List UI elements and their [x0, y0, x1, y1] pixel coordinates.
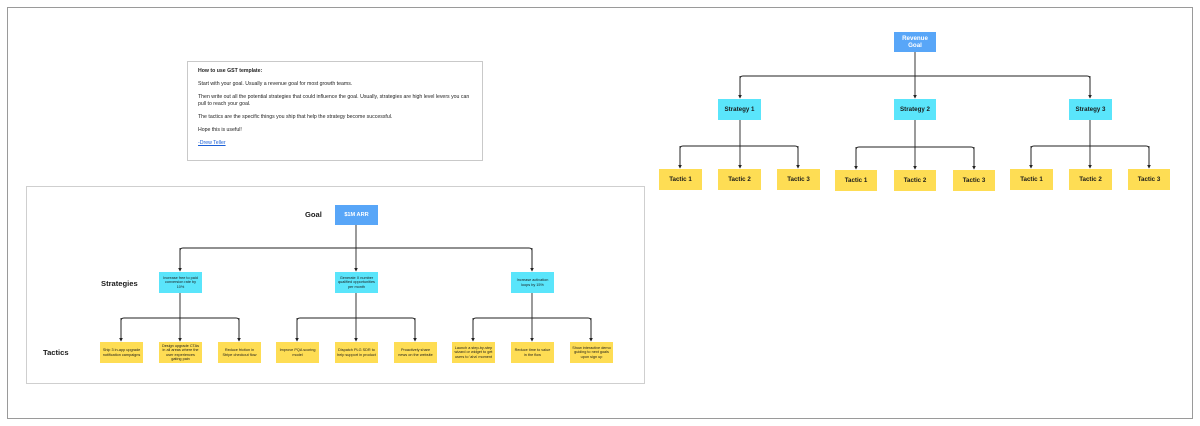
template-tactic-node-2-3[interactable]: Tactic 3 — [953, 170, 995, 191]
example-tactic-node-3-2[interactable]: Reduce time to value in the flow — [511, 342, 554, 363]
example-tactic-node-1-2[interactable]: Design upgrade CTAs in all areas where t… — [159, 342, 202, 363]
example-strategy-2-connector — [295, 293, 417, 342]
template-tactic-node-3-1[interactable]: Tactic 1 — [1010, 169, 1053, 190]
template-strategy-node-2[interactable]: Strategy 2 — [894, 99, 936, 120]
row-label-goal: Goal — [305, 210, 322, 219]
example-strategy-1-connector — [119, 293, 241, 342]
example-tactic-node-2-3[interactable]: Proactively share news on the website — [394, 342, 437, 363]
example-strategy-3-connector — [471, 293, 593, 342]
example-goal-connector — [178, 225, 534, 272]
template-strategy-node-1[interactable]: Strategy 1 — [718, 99, 761, 120]
template-strategy-node-3[interactable]: Strategy 3 — [1069, 99, 1112, 120]
instructions-paragraph-3: The tactics are the specific things you … — [198, 114, 393, 121]
row-label-strategies: Strategies — [101, 279, 138, 288]
template-strategy-3-connector — [1029, 120, 1151, 169]
example-tactic-node-3-3[interactable]: Show interactive demo guiding to next go… — [570, 342, 613, 363]
template-strategy-1-connector — [678, 120, 800, 169]
template-tactic-node-1-2[interactable]: Tactic 2 — [718, 169, 761, 190]
example-tactic-node-1-1[interactable]: Ship 3 in-app upgrade notification campa… — [100, 342, 143, 363]
instructions-paragraph-2: Then write out all the potential strateg… — [198, 94, 470, 108]
example-strategy-node-1[interactable]: Increase free to paid conversion rate by… — [159, 272, 202, 293]
example-strategy-node-3[interactable]: Increase activation loops by 15% — [511, 272, 554, 293]
template-tactic-node-2-1[interactable]: Tactic 1 — [835, 170, 877, 191]
template-goal-connector — [738, 52, 1092, 99]
example-tactic-node-2-1[interactable]: Improve PQA scoring model — [276, 342, 319, 363]
template-tactic-node-3-3[interactable]: Tactic 3 — [1128, 169, 1170, 190]
template-strategy-2-connector — [854, 120, 976, 170]
author-link[interactable]: -Drew Teller — [198, 140, 226, 147]
example-tactic-node-3-1[interactable]: Launch a step-by-step wizard or widget t… — [452, 342, 495, 363]
template-tactic-node-3-2[interactable]: Tactic 2 — [1069, 169, 1112, 190]
example-strategy-node-2[interactable]: Generate X number qualified opportunitie… — [335, 272, 378, 293]
instructions-paragraph-4: Hope this is useful! — [198, 127, 242, 134]
template-goal-node[interactable]: Revenue Goal — [894, 32, 936, 52]
instructions-card[interactable]: How to use GST template: Start with your… — [187, 61, 483, 161]
example-tactic-node-1-3[interactable]: Reduce friction in Stripe checkout flow — [218, 342, 261, 363]
template-tactic-node-2-2[interactable]: Tactic 2 — [894, 170, 936, 191]
example-goal-node[interactable]: $1M ARR — [335, 205, 378, 225]
instructions-paragraph-1: Start with your goal. Usually a revenue … — [198, 81, 353, 88]
example-tactic-node-2-2[interactable]: Dispatch PLG SDR to help support in prod… — [335, 342, 378, 363]
template-tactic-node-1-1[interactable]: Tactic 1 — [659, 169, 702, 190]
template-tactic-node-1-3[interactable]: Tactic 3 — [777, 169, 820, 190]
row-label-tactics: Tactics — [43, 348, 69, 357]
instructions-title: How to use GST template: — [198, 68, 263, 74]
